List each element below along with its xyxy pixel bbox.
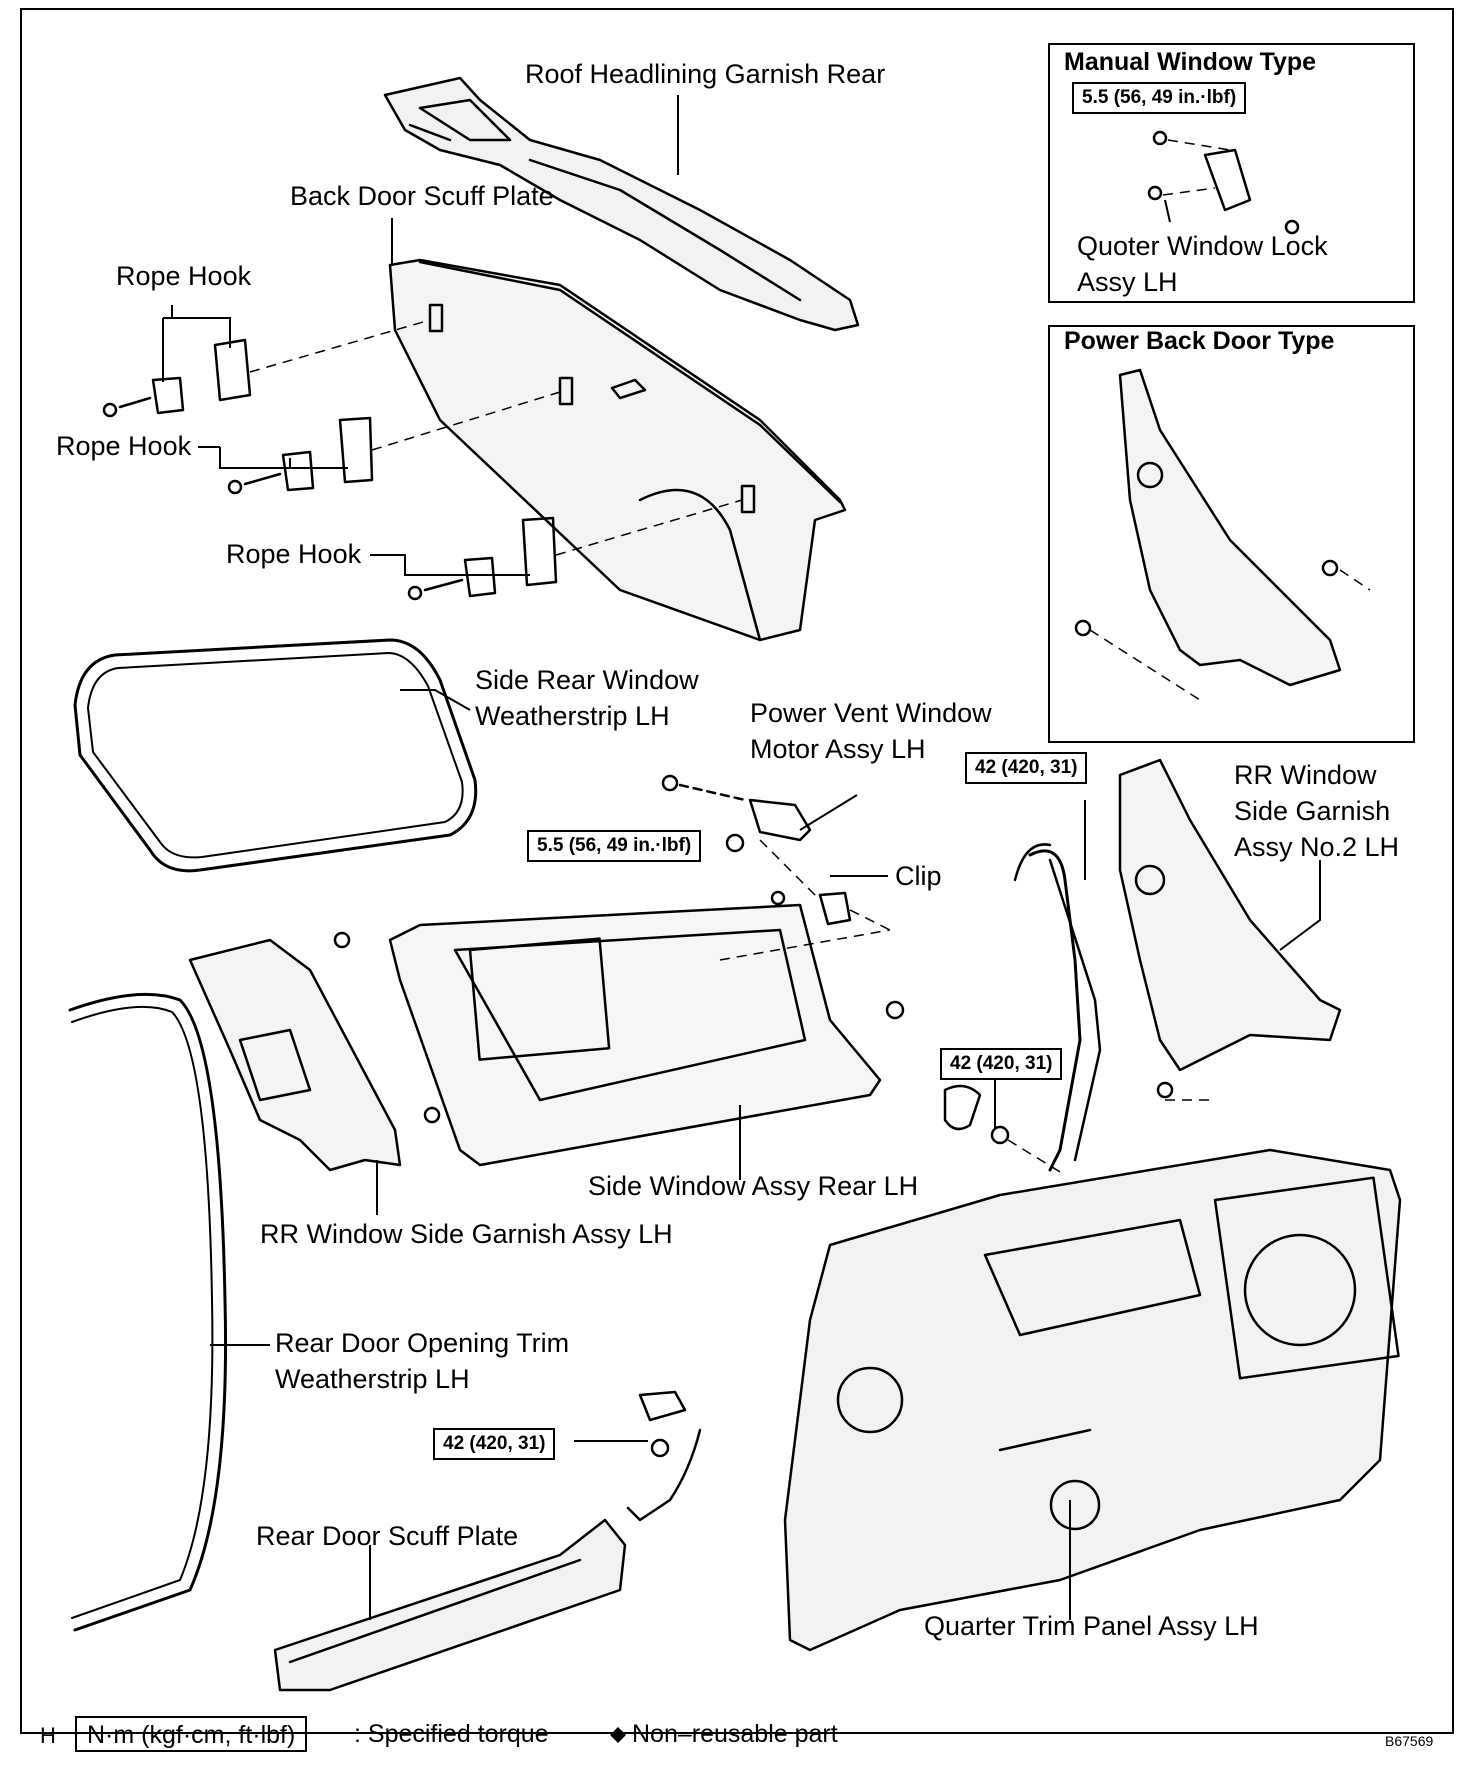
power-back-door-type-panel: [1048, 325, 1415, 743]
figure-code: B67569: [1385, 1733, 1434, 1749]
rr-window-side-garnish-no2-part: [1118, 758, 1342, 1099]
label-power-vent-window-motor-1: Power Vent Window: [750, 698, 992, 728]
torque-spec-vent-motor: 5.5 (56, 49 in.·lbf): [527, 830, 702, 862]
unit-legend-box: N·m (kgf·cm, ft·lbf): [75, 1716, 308, 1752]
manual-window-type-panel: [1048, 43, 1415, 303]
rear-door-scuff-plate-part: [273, 1518, 627, 1692]
power-back-door-garnish-part: [1074, 368, 1342, 687]
label-rear-door-opening-trim-2: Weatherstrip LH: [275, 1364, 470, 1394]
clip-part: [770, 890, 852, 926]
label-rope-hook-1: Rope Hook: [116, 261, 252, 291]
side-window-assy-part: [333, 903, 905, 1167]
label-quoter-window-lock-1: Quoter Window Lock: [1077, 231, 1328, 261]
label-rear-door-scuff-plate: Rear Door Scuff Plate: [256, 1521, 519, 1551]
torque-spec-manual: 5.5 (56, 49 in.·lbf): [1072, 82, 1247, 114]
side-rear-window-weatherstrip-part: [73, 638, 478, 873]
rope-hook-part-2: [227, 416, 374, 495]
rear-door-opening-trim-part: [68, 992, 228, 1632]
rope-hook-part-3: [407, 516, 558, 601]
back-door-scuff-plate-part: [388, 258, 847, 642]
label-rr-window-side-garnish-assy: RR Window Side Garnish Assy LH: [260, 1219, 673, 1249]
diamond-icon: [610, 1727, 626, 1743]
torque-spec-belt-floor: 42 (420, 31): [433, 1428, 556, 1460]
label-quoter-window-lock-2: Assy LH: [1077, 267, 1178, 297]
manual-window-type-title: Manual Window Type: [1064, 48, 1317, 76]
rope-hook-part-1: [102, 338, 252, 418]
unit-legend-description: : Specified torque: [354, 1720, 549, 1748]
label-rr-window-side-garnish-no2-2: Side Garnish: [1234, 796, 1391, 826]
quarter-trim-panel-part: [783, 1148, 1402, 1652]
label-side-window-assy-rear: Side Window Assy Rear LH: [588, 1171, 919, 1201]
label-back-door-scuff-plate: Back Door Scuff Plate: [290, 181, 554, 211]
diagram-frame: [20, 8, 1454, 1734]
non-reusable-legend: Non–reusable part: [632, 1720, 838, 1748]
rr-window-side-garnish-part: [188, 938, 402, 1172]
label-side-rear-window-weatherstrip-1: Side Rear Window: [475, 665, 699, 695]
label-rope-hook-2: Rope Hook: [56, 431, 192, 461]
label-power-vent-window-motor-2: Motor Assy LH: [750, 734, 926, 764]
belt-floor-bracket-part: [626, 1390, 702, 1522]
quoter-window-lock-part: [1147, 130, 1300, 235]
section-letter: H: [40, 1723, 56, 1748]
label-quarter-trim-panel-assy: Quarter Trim Panel Assy LH: [924, 1611, 1259, 1641]
label-roof-headlining-garnish-rear: Roof Headlining Garnish Rear: [525, 59, 886, 89]
label-rr-window-side-garnish-no2-1: RR Window: [1234, 760, 1377, 790]
label-rear-door-opening-trim-1: Rear Door Opening Trim: [275, 1328, 570, 1358]
power-back-door-type-title: Power Back Door Type: [1064, 327, 1335, 355]
roof-headlining-garnish-part: [383, 76, 860, 332]
torque-spec-belt-upper: 42 (420, 31): [965, 752, 1088, 784]
label-side-rear-window-weatherstrip-2: Weatherstrip LH: [475, 701, 670, 731]
label-rr-window-side-garnish-no2-3: Assy No.2 LH: [1234, 832, 1400, 862]
label-rope-hook-3: Rope Hook: [226, 539, 362, 569]
label-clip: Clip: [895, 861, 942, 891]
power-vent-motor-part: [661, 774, 812, 853]
seat-belt-part: [943, 843, 1102, 1172]
torque-spec-belt-lower: 42 (420, 31): [940, 1048, 1063, 1080]
